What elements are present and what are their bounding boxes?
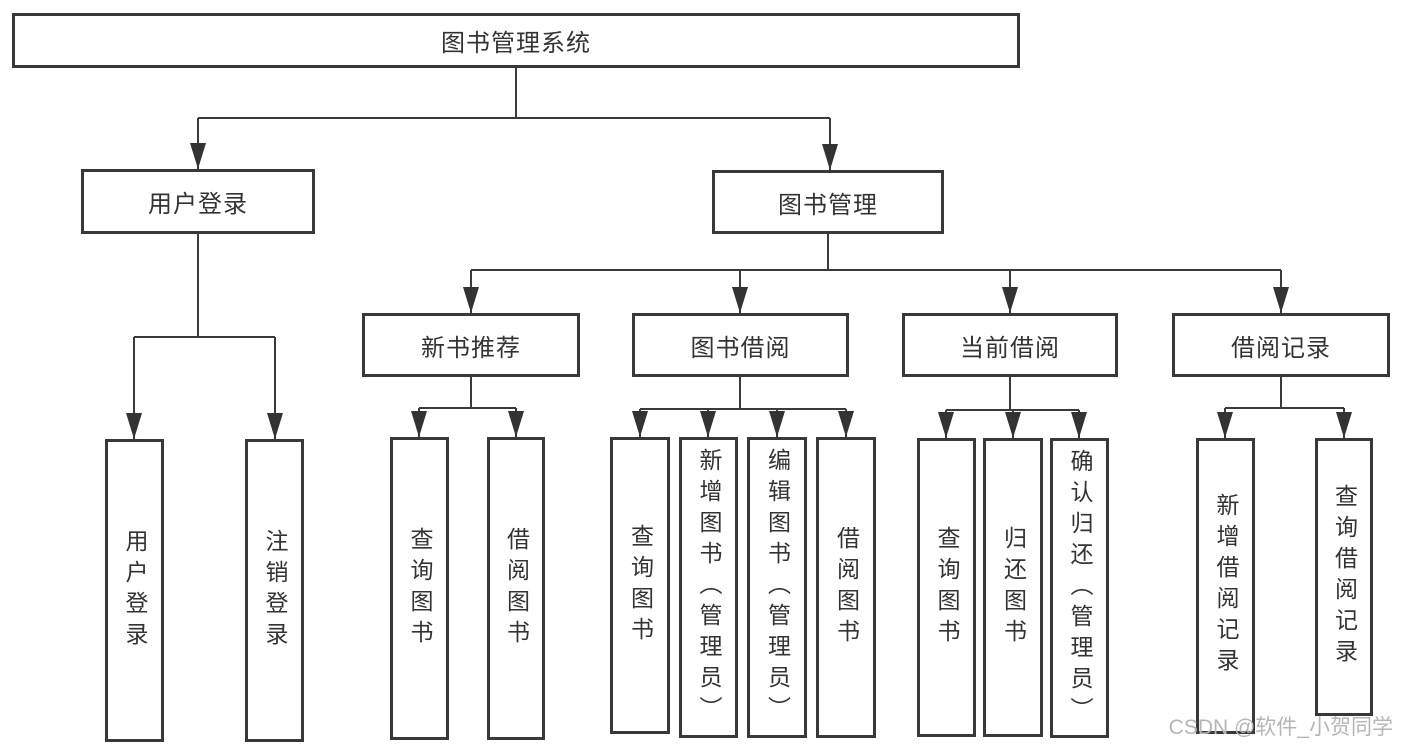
arrow-down-icon: [769, 411, 785, 437]
arrow-stem: [274, 337, 276, 439]
node-leaf-cb-confirm: 确认归还（管理员）: [1050, 438, 1109, 738]
arrow-stem: [133, 337, 135, 439]
node-label-leaf-cb-return: 归还图书: [1000, 525, 1027, 650]
node-label-borrow-record: 借阅记录: [1231, 334, 1331, 362]
connector-line: [419, 407, 516, 409]
node-label-root: 图书管理系统: [441, 30, 591, 57]
node-label-leaf-br-query: 查询借阅记录: [1331, 484, 1358, 670]
connector-line: [134, 336, 275, 338]
arrow-down-icon: [732, 287, 748, 313]
node-book-mgmt: 图书管理: [712, 170, 944, 234]
arrow-down-icon: [190, 143, 206, 169]
node-label-leaf-bb-add: 新增图书（管理员）: [696, 448, 722, 727]
arrow-down-icon: [632, 411, 648, 437]
arrow-down-icon: [508, 411, 524, 437]
node-leaf-user-login: 用户登录: [105, 439, 164, 742]
node-root: 图书管理系统: [12, 13, 1020, 68]
node-label-book-mgmt: 图书管理: [778, 191, 878, 219]
arrow-down-icon: [463, 287, 479, 313]
arrow-down-icon: [1005, 412, 1021, 438]
arrow-down-icon: [1336, 412, 1352, 438]
node-label-leaf-br-add: 新增借阅记录: [1213, 493, 1239, 679]
node-book-borrow: 图书借阅: [632, 313, 849, 377]
node-leaf-bb-add: 新增图书（管理员）: [679, 437, 738, 738]
node-user-login: 用户登录: [81, 169, 315, 234]
connector-line: [1009, 377, 1011, 410]
arrow-down-icon: [822, 144, 838, 170]
arrow-down-icon: [1071, 412, 1087, 438]
node-label-leaf-cb-query: 查询图书: [934, 525, 960, 650]
arrow-down-icon: [411, 411, 427, 437]
arrow-down-icon: [1217, 412, 1233, 438]
node-current-borrow: 当前借阅: [902, 313, 1118, 377]
node-label-new-book-rec: 新书推荐: [421, 334, 521, 362]
node-leaf-bb-query: 查询图书: [610, 437, 670, 734]
connector-line: [827, 234, 829, 270]
connector-line: [471, 269, 1281, 271]
node-label-leaf-cb-confirm: 确认归还（管理员）: [1067, 448, 1093, 728]
arrow-down-icon: [838, 411, 854, 437]
connector-line: [739, 377, 741, 409]
node-label-leaf-user-login: 用户登录: [122, 528, 148, 653]
arrow-down-icon: [267, 413, 283, 439]
connector-line: [515, 68, 517, 118]
node-label-leaf-logout: 注销登录: [262, 528, 288, 653]
node-leaf-br-query: 查询借阅记录: [1315, 438, 1373, 716]
node-leaf-bb-borrow: 借阅图书: [816, 437, 876, 738]
connector-line: [1225, 407, 1344, 409]
node-leaf-br-add: 新增借阅记录: [1196, 438, 1255, 734]
node-leaf-logout: 注销登录: [245, 439, 304, 742]
node-new-book-rec: 新书推荐: [362, 313, 580, 377]
arrow-down-icon: [126, 413, 142, 439]
connector-line: [640, 408, 846, 410]
node-leaf-nbr-borrow: 借阅图书: [487, 437, 545, 740]
connector-line: [197, 234, 199, 337]
node-label-leaf-bb-borrow: 借阅图书: [833, 525, 860, 650]
node-leaf-cb-query: 查询图书: [917, 438, 976, 737]
connector-line: [1280, 377, 1282, 408]
csdn-watermark: CSDN @软件_小贺同学: [1168, 716, 1393, 739]
node-borrow-record: 借阅记录: [1172, 313, 1390, 377]
node-label-leaf-nbr-borrow: 借阅图书: [503, 526, 530, 651]
node-label-user-login: 用户登录: [148, 191, 248, 218]
connector-line: [470, 377, 472, 408]
node-label-book-borrow: 图书借阅: [690, 334, 791, 362]
node-leaf-cb-return: 归还图书: [983, 438, 1043, 737]
node-label-leaf-bb-query: 查询图书: [627, 523, 654, 648]
node-label-leaf-nbr-query: 查询图书: [407, 526, 433, 651]
node-leaf-bb-edit: 编辑图书（管理员）: [747, 437, 807, 738]
arrow-down-icon: [938, 412, 954, 438]
node-leaf-nbr-query: 查询图书: [390, 437, 449, 740]
connector-line: [198, 117, 830, 119]
arrow-down-icon: [1002, 287, 1018, 313]
node-label-leaf-bb-edit: 编辑图书（管理员）: [764, 448, 791, 727]
node-label-current-borrow: 当前借阅: [960, 334, 1060, 362]
arrow-down-icon: [1273, 287, 1289, 313]
arrow-down-icon: [700, 411, 716, 437]
